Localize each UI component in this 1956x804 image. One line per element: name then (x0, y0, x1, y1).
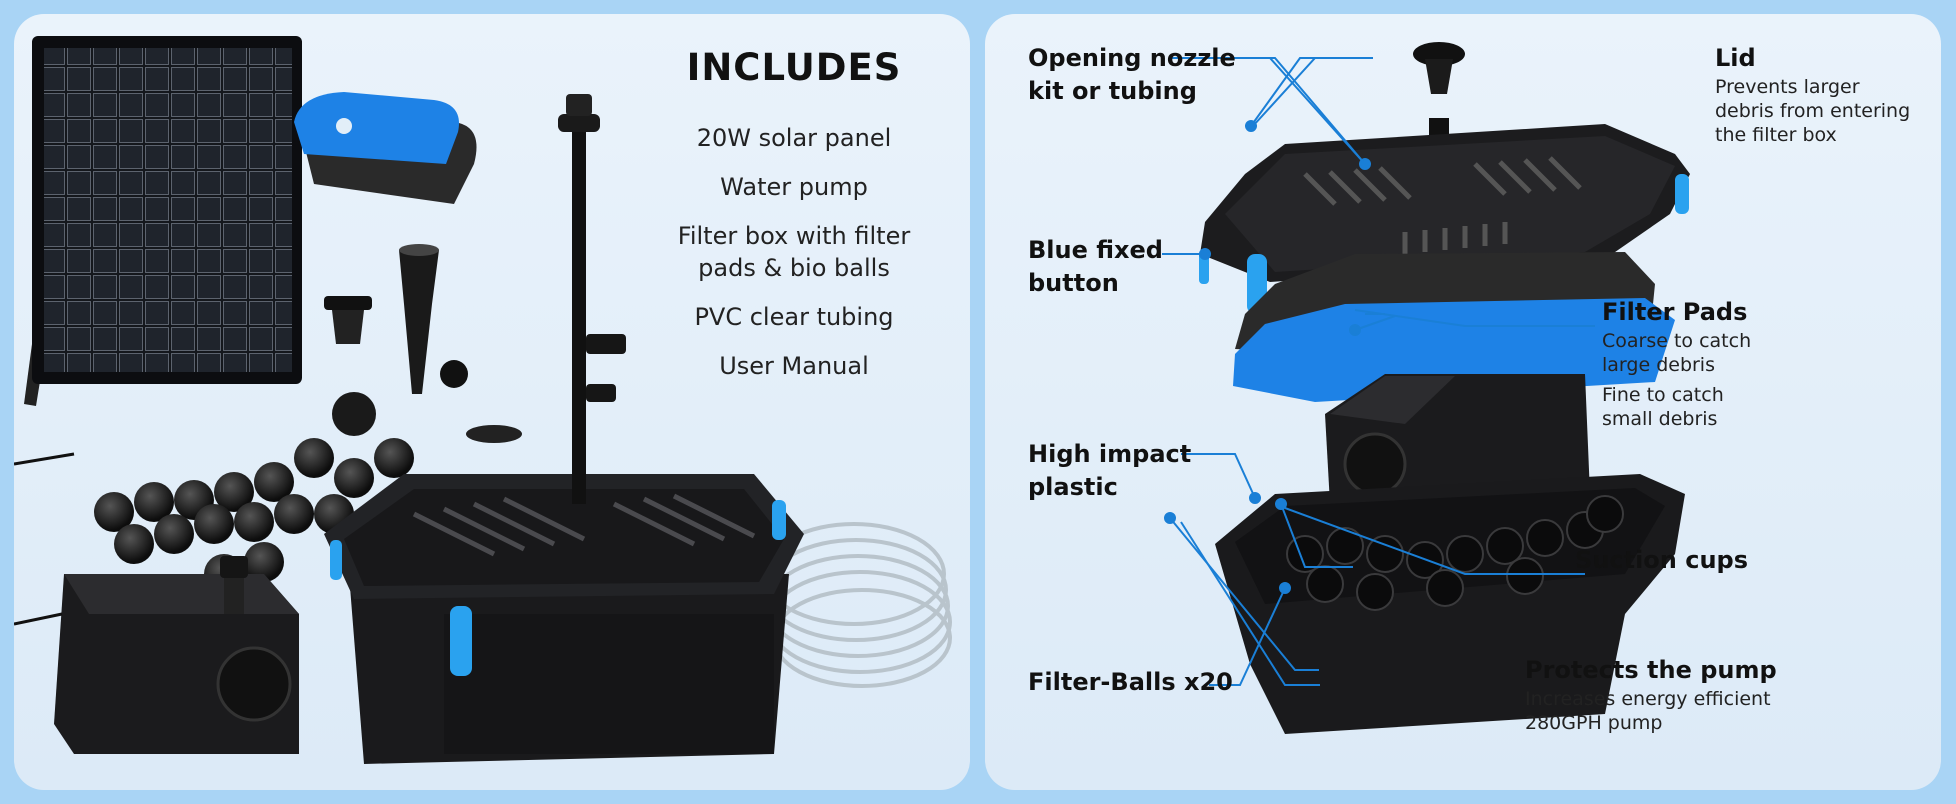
callout-suction-title: Suction cups (1575, 546, 1749, 574)
product-kit-illustration (14, 36, 952, 764)
callout-lid: Lid Prevents larger debris from entering… (1715, 42, 1910, 147)
callout-lid-title: Lid (1715, 44, 1756, 72)
callout-protects-title: Protects the pump (1525, 656, 1777, 684)
callout-plastic-title: High impact plastic (1028, 440, 1192, 501)
callout-filter-pads: Filter Pads Coarse to catch large debris… (1602, 296, 1751, 431)
callout-nozzle-title: Opening nozzle kit or tubing (1028, 44, 1236, 105)
callout-filter-pads-desc-coarse: Coarse to catch large debris (1602, 330, 1752, 376)
includes-item-manual: User Manual (719, 352, 869, 380)
includes-item-solar-panel: 20W solar panel (696, 124, 892, 152)
includes-panel: INCLUDES 20W solar panel Water pump Filt… (14, 14, 970, 790)
callout-filter-balls-title: Filter-Balls x20 (1028, 668, 1233, 696)
nozzle-kit (324, 244, 522, 443)
includes-item-water-pump: Water pump (720, 173, 868, 201)
bio-balls (94, 438, 414, 594)
callout-protects-desc: Increases energy efficient 280GPH pump (1525, 688, 1771, 734)
callout-blue-button-title: Blue fixed button (1028, 236, 1163, 297)
includes-item-tubing: PVC clear tubing (694, 303, 894, 331)
callout-connectors (1170, 57, 1595, 686)
includes-list: 20W solar panel Water pump Filter box wi… (594, 122, 970, 399)
filter-exploded-illustration (1162, 42, 1690, 734)
callout-plastic: High impact plastic (1028, 438, 1191, 504)
callout-filter-pads-desc-fine: Fine to catch small debris (1602, 384, 1724, 430)
base-box-part (1215, 474, 1685, 734)
callout-suction: Suction cups (1575, 544, 1748, 577)
callout-lid-desc: Prevents larger debris from entering the… (1715, 76, 1911, 146)
filter-box (324, 94, 804, 764)
callout-protects: Protects the pump Increases energy effic… (1525, 654, 1777, 735)
solar-panel (14, 36, 302, 466)
callout-filter-pads-title: Filter Pads (1602, 298, 1748, 326)
includes-heading: INCLUDES (686, 46, 902, 89)
water-pump (14, 556, 299, 754)
callout-blue-button: Blue fixed button (1028, 234, 1163, 300)
exploded-diagram-panel: Opening nozzle kit or tubing Lid Prevent… (985, 14, 1941, 790)
callout-filter-balls: Filter-Balls x20 (1028, 666, 1233, 699)
filter-pads (294, 92, 477, 204)
callout-nozzle: Opening nozzle kit or tubing (1028, 42, 1236, 108)
includes-item-filter-box: Filter box with filter pads & bio balls (677, 222, 911, 282)
